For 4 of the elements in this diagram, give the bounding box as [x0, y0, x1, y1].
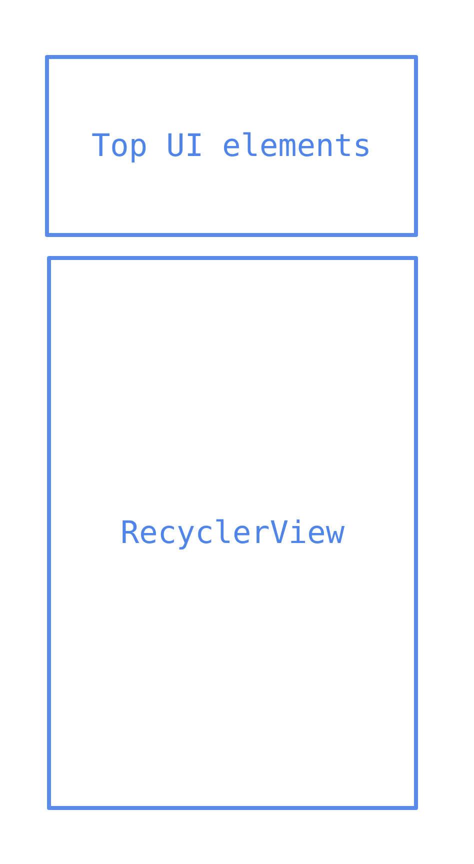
ui-region-box — [45, 55, 418, 237]
region-label: Top UI elements — [92, 128, 372, 164]
region-label: RecyclerView — [120, 515, 344, 551]
ui-region-box — [47, 256, 418, 810]
